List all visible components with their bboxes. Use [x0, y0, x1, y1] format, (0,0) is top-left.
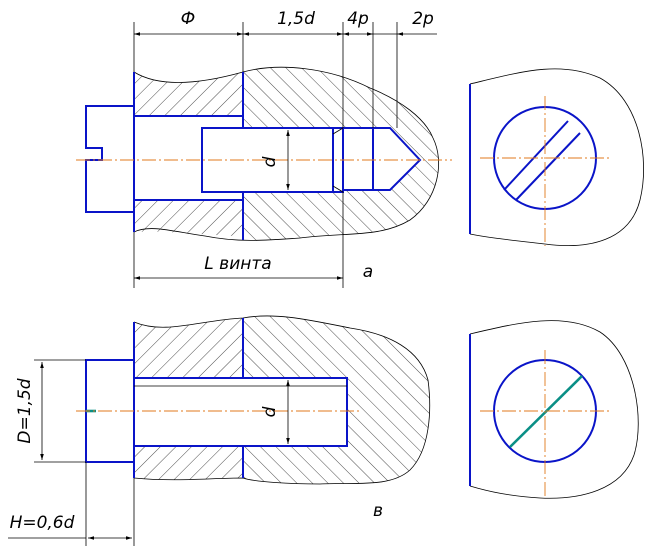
- view-b-freehand-contour: [133, 315, 431, 485]
- view-a-dim-phi-label: Ф: [181, 9, 196, 29]
- view-a-hatch-body: [243, 67, 439, 241]
- view-b-section: d D=1,5d H=0,6d в: [8, 315, 431, 546]
- view-a-dim-2p-label: 2p: [412, 9, 434, 29]
- view-b-hatch-lower-left: [134, 446, 243, 480]
- view-b-dim-H-label: H=0,6d: [10, 513, 75, 533]
- view-a-dim-d-label: d: [260, 156, 280, 167]
- view-a-side-contour: [469, 68, 645, 247]
- view-b-dim-D-label: D=1,5d: [15, 378, 35, 443]
- view-b-hatch-body: [243, 315, 430, 484]
- view-b-caption: в: [373, 501, 383, 521]
- view-a-screw-head: [85, 105, 134, 213]
- view-b-hatch-upper-left: [134, 318, 243, 378]
- view-b-dim-d-label: d: [260, 406, 280, 417]
- view-a-side: [469, 68, 645, 247]
- view-a-hatch-lower-left: [134, 200, 243, 236]
- view-a-dim-4p-label: 4p: [347, 9, 369, 29]
- view-b-screw-shank: [134, 377, 348, 447]
- view-b-side-contour: [469, 320, 639, 499]
- view-b-slot-line: [509, 375, 583, 448]
- view-a-freehand-contour: [133, 66, 440, 241]
- view-b-side: [469, 320, 639, 499]
- view-a-drill-point: [343, 127, 422, 191]
- view-a-hatch-upper-left: [134, 72, 243, 116]
- view-a-dim-1-5d-label: 1,5d: [277, 9, 315, 29]
- view-a-dim-l-label: L винта: [204, 254, 271, 274]
- view-a-screw-shank: [134, 115, 244, 201]
- view-a-caption: а: [363, 262, 373, 282]
- view-a-section: d Ф 1,5d 4p 2p L винта а: [76, 9, 452, 288]
